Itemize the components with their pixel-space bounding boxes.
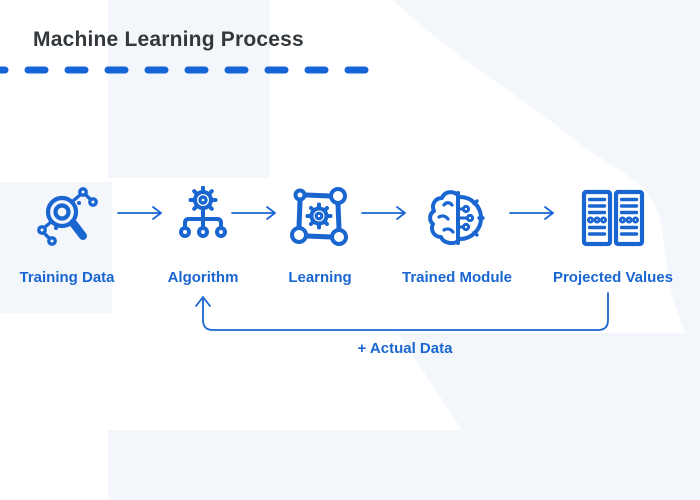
step-projected-values: Projected Values xyxy=(538,186,688,286)
dashed-underline xyxy=(0,66,376,74)
feedback-label: + Actual Data xyxy=(357,340,453,357)
step-label-algorithm: Algorithm xyxy=(167,269,239,286)
data-search-icon xyxy=(37,187,98,246)
step-training-data: Training Data xyxy=(0,186,142,286)
step-algorithm: Algorithm xyxy=(128,186,278,286)
bg-band-top-left xyxy=(108,0,270,178)
step-label-trained-module: Trained Module xyxy=(401,269,512,286)
feedback-loop-arrow xyxy=(195,292,609,331)
arrow-right-icon xyxy=(361,206,406,220)
brain-chip-icon xyxy=(428,190,485,246)
learning-network-gear-icon xyxy=(290,187,348,246)
step-label-learning: Learning xyxy=(288,269,352,286)
page-title: Machine Learning Process xyxy=(33,28,304,51)
step-label-projected-values: Projected Values xyxy=(552,269,674,286)
server-stack-icon xyxy=(581,189,645,247)
step-label-training-data: Training Data xyxy=(19,269,115,286)
algorithm-gear-tree-icon xyxy=(179,186,227,238)
step-learning: Learning xyxy=(245,186,395,286)
bg-swoosh-top-right xyxy=(393,0,700,333)
bg-wedge-lower-right xyxy=(398,333,700,430)
arrow-right-icon xyxy=(117,206,162,220)
arrow-right-icon xyxy=(231,206,276,220)
arrow-right-icon xyxy=(509,206,554,220)
step-trained-module: Trained Module xyxy=(382,186,532,286)
bg-band-bottom xyxy=(108,430,700,500)
